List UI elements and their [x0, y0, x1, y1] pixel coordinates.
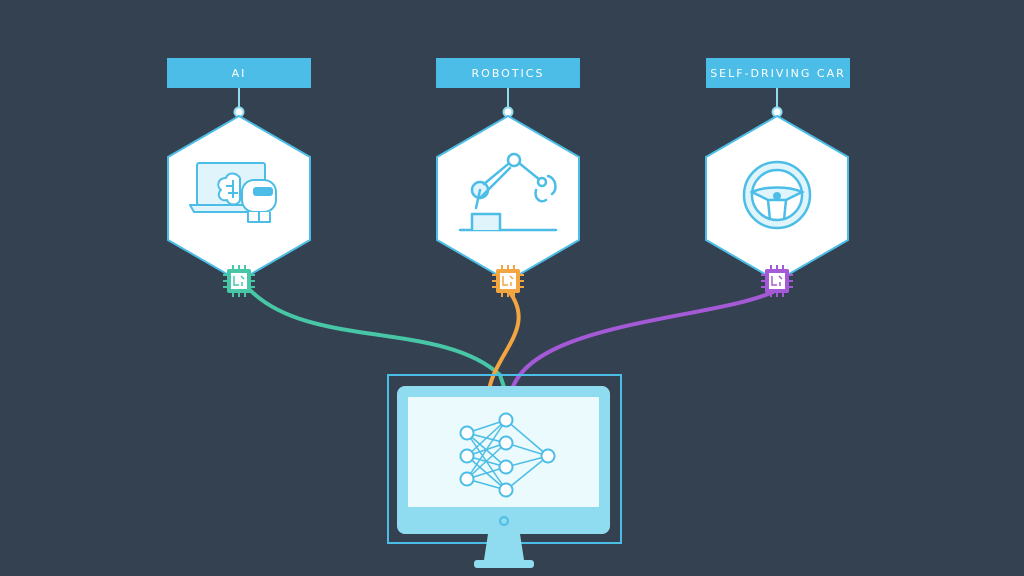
label-self-driving-car: SELF-DRIVING CAR [706, 58, 850, 88]
nn-node [459, 448, 475, 464]
monitor-icon [387, 374, 622, 568]
chip-ai [223, 265, 255, 297]
chip-trace [771, 275, 783, 286]
nn-node [459, 425, 475, 441]
nn-node [540, 448, 556, 464]
laptop-robot-brain-icon [189, 162, 277, 223]
neural-network-icon [459, 412, 556, 498]
hexagon-robotics [436, 114, 580, 283]
nn-node [498, 412, 514, 428]
chip-self-driving-car [761, 265, 793, 297]
cable-robotics [486, 288, 521, 400]
robotic-arm-icon [458, 152, 558, 232]
nn-node [498, 482, 514, 498]
nn-node [459, 471, 475, 487]
cable-ai [248, 288, 507, 392]
chip-trace [233, 275, 245, 286]
nn-node [498, 435, 514, 451]
nn-edge [505, 455, 549, 491]
nn-node [498, 459, 514, 475]
nn-edge [505, 419, 549, 457]
label-ai: AI [167, 58, 311, 88]
chip-trace [502, 275, 514, 286]
chip-robotics [492, 265, 524, 297]
cable-self-driving-car [508, 288, 779, 400]
steering-wheel-icon [742, 160, 812, 230]
nn-edge [466, 419, 507, 480]
label-connectors [233, 88, 783, 118]
cables [248, 288, 779, 400]
label-robotics: ROBOTICS [436, 58, 580, 88]
nn-edge [466, 442, 507, 480]
nn-edge [466, 419, 507, 457]
